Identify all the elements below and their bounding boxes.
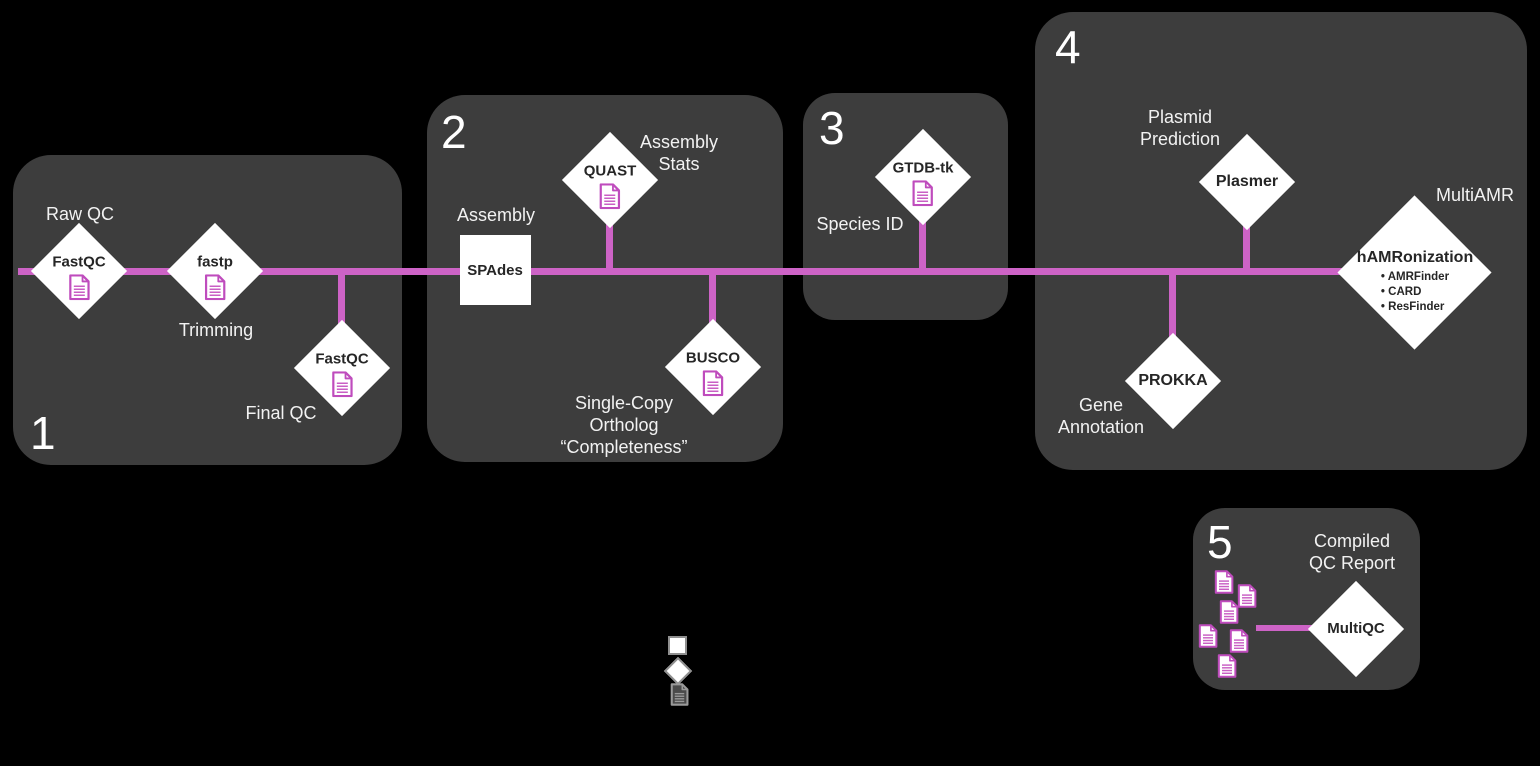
- fastqc-final-label: FastQC: [315, 350, 369, 368]
- assembly-label: Assembly: [456, 205, 536, 225]
- multiqc-content: MultiQC: [1327, 619, 1385, 638]
- spades-content: SPAdes: [467, 261, 523, 280]
- quast-label: QUAST: [583, 162, 637, 180]
- fastqc-raw-content: FastQC: [52, 253, 106, 300]
- multiqc-label: MultiQC: [1327, 619, 1385, 637]
- assembly-stats-label: Assembly Stats: [639, 132, 719, 174]
- hamronization-content: hAMRonization • AMRFinder • CARD • ResFi…: [1357, 249, 1473, 315]
- document-icon: [331, 370, 353, 397]
- final-qc-label: Final QC: [245, 403, 317, 423]
- busco-caption-label: Single-Copy Ortholog “Completeness”: [560, 393, 688, 457]
- gene-annotation-label: Gene Annotation: [1057, 395, 1145, 437]
- fastp-content: fastp: [197, 254, 233, 300]
- document-icon: [204, 273, 226, 300]
- document-icon: [68, 273, 90, 300]
- busco-label: BUSCO: [685, 349, 741, 367]
- multiamr-label: MultiAMR: [1435, 185, 1515, 205]
- trimming-label: Trimming: [178, 320, 254, 340]
- quast-content: QUAST: [583, 162, 637, 209]
- hamronization-tool-list: • AMRFinder • CARD • ResFinder: [1381, 270, 1449, 315]
- hamronization-tool-card: • CARD: [1380, 285, 1422, 298]
- stage-2-number: 2: [441, 106, 467, 158]
- multiqc-connector: [1256, 625, 1312, 631]
- stage-3-number: 3: [819, 102, 845, 154]
- busco-content: BUSCO: [686, 350, 740, 396]
- prokka-connector: [1169, 271, 1176, 382]
- fastp-label: fastp: [197, 253, 233, 271]
- spades-node: [460, 235, 531, 305]
- document-icon: [599, 182, 621, 209]
- report-document-icon: [1237, 584, 1257, 608]
- stage-1-number: 1: [30, 407, 56, 459]
- report-document-icon: [1219, 600, 1239, 624]
- report-document-icon: [1214, 570, 1234, 594]
- plasmer-label: Plasmer: [1215, 173, 1279, 191]
- raw-qc-label: Raw QC: [45, 204, 115, 224]
- stage-4-number: 4: [1055, 21, 1081, 73]
- square-step-icon: [668, 636, 687, 655]
- document-icon: [702, 369, 724, 396]
- document-report-icon: [670, 683, 689, 706]
- prokka-label: PROKKA: [1138, 372, 1208, 390]
- report-document-icon: [1229, 629, 1249, 653]
- hamronization-tool-amrfinder: • AMRFinder: [1380, 270, 1450, 283]
- report-document-icon: [1198, 624, 1218, 648]
- species-id-label: Species ID: [816, 214, 904, 234]
- fastqc-final-content: FastQC: [315, 350, 369, 397]
- compiled-qc-label: Compiled QC Report: [1308, 531, 1396, 573]
- hamronization-tool-resfinder: • ResFinder: [1380, 300, 1445, 313]
- diamond-tool-icon: [663, 656, 693, 686]
- prokka-content: PROKKA: [1138, 372, 1207, 390]
- main-pipeline-line: [18, 268, 1345, 275]
- gtdbtk-label: GTDB-tk: [892, 159, 954, 177]
- hamronization-label: hAMRonization: [1356, 249, 1474, 267]
- spades-label: SPAdes: [467, 261, 523, 279]
- plasmer-content: Plasmer: [1216, 173, 1278, 191]
- fastqc-raw-label: FastQC: [52, 253, 106, 271]
- plasmid-prediction-label: Plasmid Prediction: [1139, 107, 1221, 149]
- gtdbtk-content: GTDB-tk: [892, 159, 954, 206]
- stage-5-number: 5: [1207, 516, 1233, 568]
- report-document-icon: [1217, 654, 1237, 678]
- document-icon: [912, 179, 934, 206]
